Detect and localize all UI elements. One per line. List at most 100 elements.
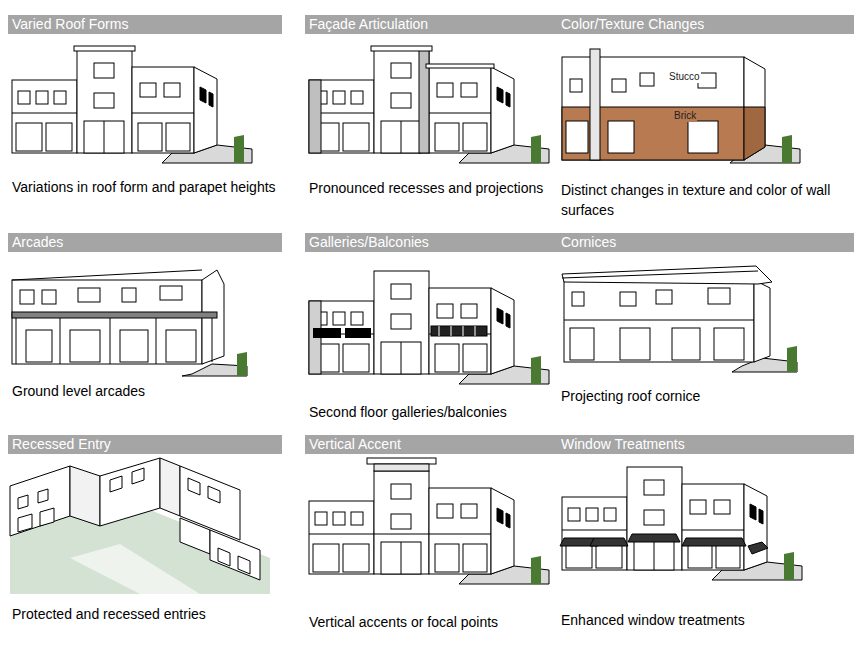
sketch-part bbox=[562, 467, 802, 580]
feature-panel: CornicesProjecting roof cornice bbox=[557, 233, 854, 406]
sketch-part bbox=[374, 534, 429, 535]
sketch-part bbox=[208, 486, 220, 503]
sketch-part bbox=[640, 73, 654, 86]
sketch-part bbox=[698, 73, 716, 88]
feature-panel: Façade ArticulationPronounced recesses a… bbox=[305, 15, 579, 198]
sketch-part bbox=[12, 280, 202, 364]
panel-heading: Window Treatments bbox=[557, 435, 854, 454]
panel-heading: Façade Articulation bbox=[305, 15, 579, 34]
building-sketch bbox=[562, 49, 800, 163]
sketch-part bbox=[620, 328, 650, 360]
panel-caption: Second floor galleries/balconies bbox=[305, 402, 579, 422]
sketch-part bbox=[564, 280, 754, 362]
sketch-part bbox=[431, 326, 487, 336]
feature-panel: Recessed EntryProtected and recessed ent… bbox=[8, 435, 282, 624]
sketch-part bbox=[620, 292, 636, 306]
feature-panel: Varied Roof FormsVariations in roof form… bbox=[8, 15, 282, 197]
sketch-part bbox=[608, 121, 634, 153]
panel-heading: Arcades bbox=[8, 233, 282, 252]
panel-caption: Pronounced recesses and projections bbox=[305, 178, 579, 198]
sketch-part bbox=[212, 318, 213, 362]
sketch-part bbox=[180, 518, 210, 554]
building-sketch bbox=[10, 458, 270, 594]
sketch-part bbox=[309, 50, 549, 163]
sketch-part bbox=[60, 318, 61, 364]
panel-caption: Projecting roof cornice bbox=[557, 386, 854, 406]
sketch-part bbox=[590, 538, 628, 546]
sketch-part bbox=[156, 318, 157, 364]
sketch-part bbox=[70, 544, 200, 594]
building-sketch bbox=[12, 270, 247, 376]
building-sketch bbox=[560, 467, 802, 580]
sketch-part bbox=[426, 64, 494, 68]
sketch-part bbox=[374, 464, 429, 471]
sketch-part bbox=[160, 286, 182, 300]
sketch-part bbox=[562, 107, 744, 160]
panel-heading: Color/Texture Changes bbox=[557, 15, 854, 34]
sketch-part bbox=[367, 458, 436, 464]
sketch-part bbox=[682, 538, 746, 546]
sketch-part bbox=[237, 352, 247, 376]
sketch-part bbox=[20, 290, 34, 304]
sketch-part bbox=[120, 330, 148, 362]
feature-panel: Vertical AccentVertical accents or focal… bbox=[305, 435, 579, 632]
sketch-part bbox=[12, 270, 202, 280]
panel-caption: Ground level arcades bbox=[8, 381, 282, 401]
sketch-part bbox=[451, 326, 452, 336]
sketch-part bbox=[309, 271, 549, 384]
panel-caption: Vertical accents or focal points bbox=[305, 612, 579, 632]
building-sketch bbox=[309, 458, 549, 584]
sketch-part bbox=[566, 121, 588, 153]
building-sketch bbox=[309, 271, 549, 384]
sketch-part bbox=[787, 346, 797, 372]
sketch-part bbox=[463, 326, 464, 336]
sketch-part bbox=[18, 495, 28, 509]
sketch-part bbox=[564, 320, 754, 321]
building-sketch bbox=[562, 266, 797, 372]
sketch-part bbox=[656, 290, 672, 304]
sketch-part bbox=[590, 49, 600, 160]
sketch-part bbox=[309, 80, 321, 153]
sketch-part bbox=[744, 57, 765, 160]
feature-panel: ArcadesGround level arcades bbox=[8, 233, 282, 401]
sketch-part bbox=[10, 466, 70, 536]
sketch-part bbox=[110, 476, 122, 492]
panel-caption: Distinct changes in texture and color of… bbox=[557, 180, 854, 220]
sketch-part bbox=[188, 478, 200, 495]
sketch-part bbox=[18, 514, 32, 532]
sketch-part bbox=[309, 471, 549, 584]
feature-panel: Window TreatmentsEnhanced window treatme… bbox=[557, 435, 854, 630]
sketch-part bbox=[74, 46, 135, 51]
sketch-part bbox=[748, 542, 768, 554]
sketch-part bbox=[210, 530, 260, 580]
sketch-part bbox=[218, 548, 230, 566]
panel-caption: Enhanced window treatments bbox=[557, 610, 854, 630]
sketch-part bbox=[475, 326, 476, 336]
panel-heading: Galleries/Balconies bbox=[305, 233, 579, 252]
panel-caption: Variations in roof form and parapet heig… bbox=[8, 177, 282, 197]
sketch-part bbox=[313, 328, 341, 338]
sketch-part bbox=[38, 489, 48, 503]
sketch-part bbox=[110, 318, 111, 364]
building-sketch bbox=[309, 46, 549, 163]
sketch-part bbox=[132, 468, 144, 484]
panel-heading: Cornices bbox=[557, 233, 854, 252]
feature-panel: Galleries/BalconiesSecond floor gallerie… bbox=[305, 233, 579, 422]
sketch-part bbox=[78, 288, 100, 302]
building-sketch bbox=[12, 46, 252, 163]
sketch-part bbox=[754, 280, 770, 362]
sketch-part bbox=[562, 57, 744, 160]
sketch-part bbox=[12, 50, 252, 163]
sketch-part bbox=[16, 318, 17, 364]
feature-panel: Color/Texture ChangesDistinct changes in… bbox=[557, 15, 854, 220]
sketch-part bbox=[570, 328, 594, 360]
panel-caption: Protected and recessed entries bbox=[8, 604, 282, 624]
sketch-part bbox=[166, 330, 196, 362]
sketch-part bbox=[628, 534, 680, 542]
sketch-part bbox=[70, 466, 100, 526]
panel-heading: Varied Roof Forms bbox=[8, 15, 282, 34]
panel-heading: Vertical Accent bbox=[305, 435, 579, 454]
sketch-part bbox=[26, 330, 52, 362]
sketch-part bbox=[100, 458, 160, 526]
